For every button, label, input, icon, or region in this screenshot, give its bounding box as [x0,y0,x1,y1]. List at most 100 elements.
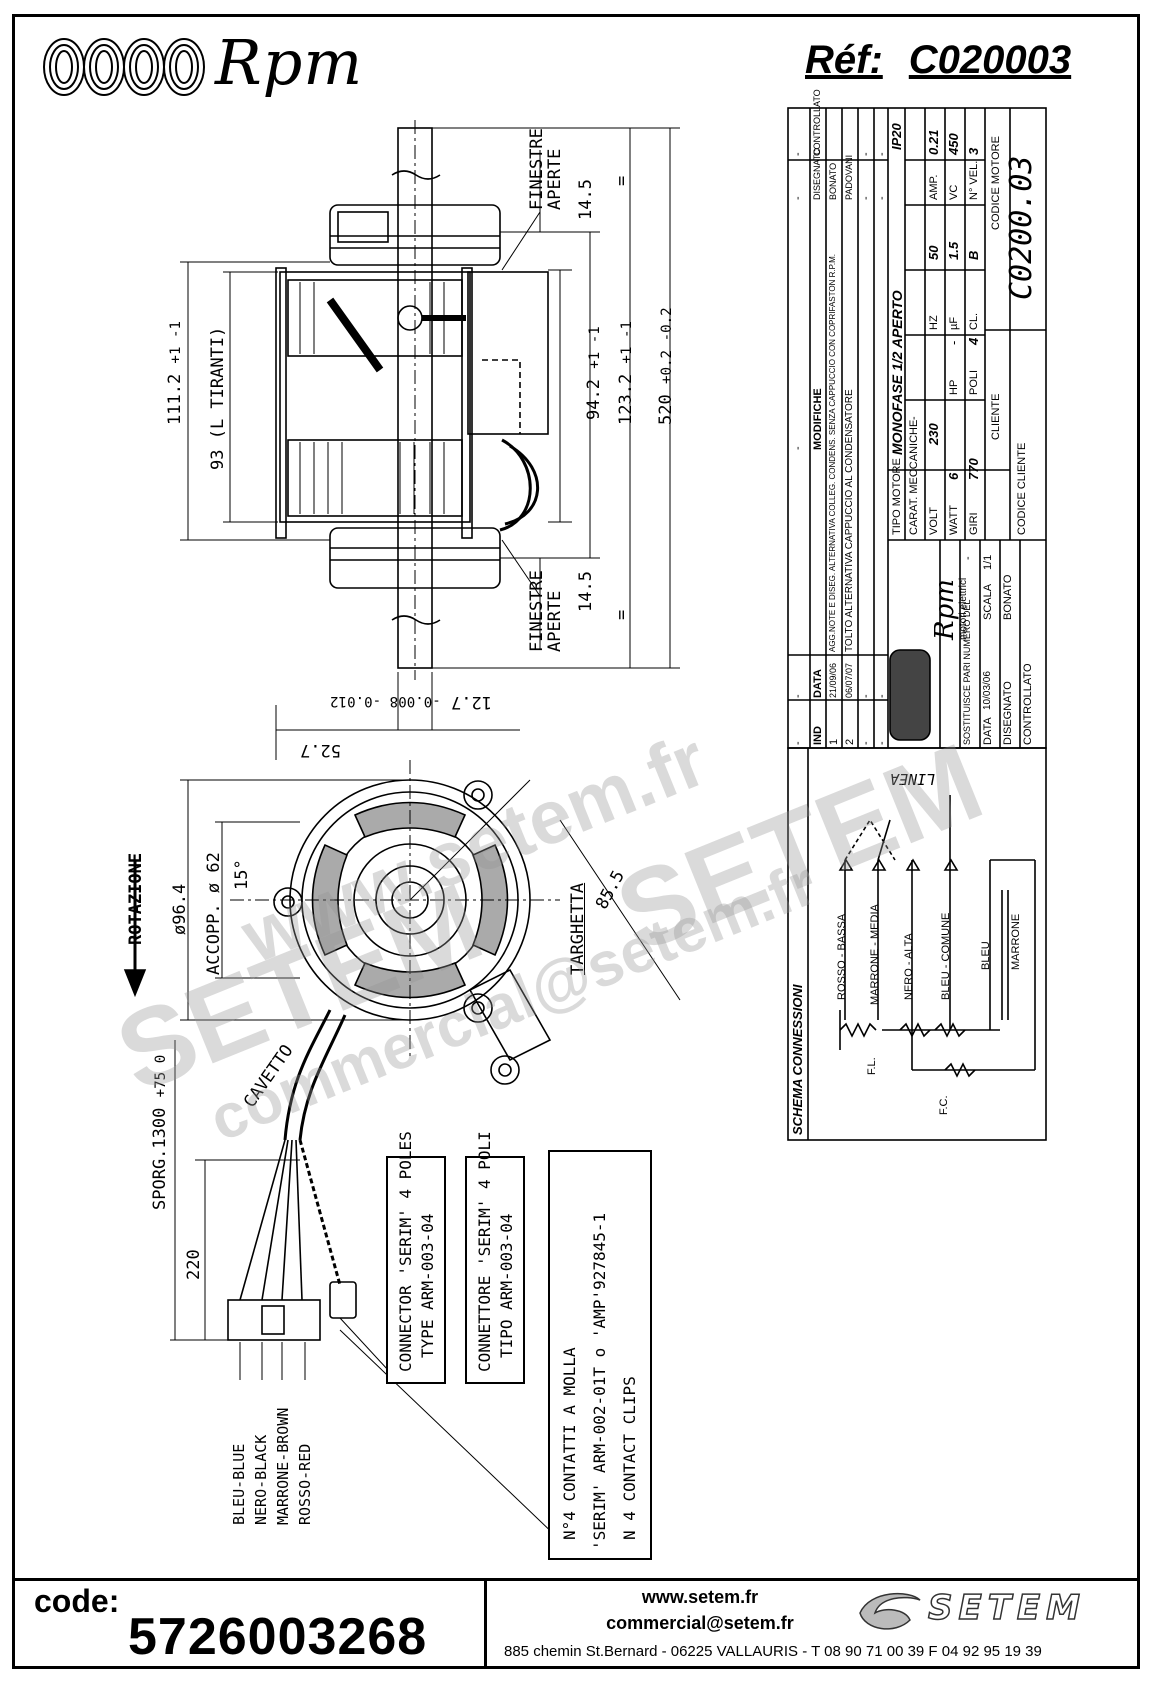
dim-12-7-tol: -0.008 -0.012 [330,693,441,709]
company-address: 885 chemin St.Bernard - 06225 VALLAURIS … [504,1643,1042,1660]
scala-label: SCALA [982,583,994,620]
dim-94-2-value: 94.2 [584,379,604,420]
schema-wire-bleu-comune: BLEU - COMUNE [940,912,952,1000]
rev1-ind: 1 [828,738,840,745]
dim-123-2: 123.2 +1 -1 [616,321,636,425]
poli-label: POLI [968,369,980,395]
connector [227,1299,321,1341]
dim-111-2-tol: +1 -1 [168,320,184,364]
dim-eq-top: = [612,175,632,186]
connector-it-line2: TIPO ARM-003-04 [497,1213,516,1359]
rev-header-data: DATA [812,669,824,698]
rev3-a: - [860,196,872,200]
data-label: DATA [982,717,994,745]
dim-12-7-value: 12.7 [451,692,492,712]
dim-15-deg: 15° [232,859,252,890]
contacts-line3: N 4 CONTACT CLIPS [620,1376,639,1540]
carat-value: - [908,416,920,420]
poli-value: 4 [966,337,981,345]
reference: Réf:C020003 [805,38,1071,83]
finestre-top: FINESTRE APERTE [527,128,565,210]
rev3-data: - [860,694,872,698]
rpm-mini-logo [889,649,931,741]
volt-label: VOLT [928,507,940,535]
dim-520-value: 520 [656,394,676,425]
cl-label: CL. [968,312,980,330]
controllato-label: CONTROLLATO [1022,663,1034,746]
rev2-data: 06/07/07 [844,662,854,698]
title-block [787,107,1047,749]
uf-label: µF [948,316,960,330]
tipo-motore-label: TIPO MOTORE [891,458,903,535]
dim-94-2: 94.2 +1 -1 [584,326,604,420]
wire-label-red: ROSSO-RED [296,1443,314,1525]
dim-220: 220 [184,1249,204,1280]
dim-111-2-value: 111.2 [165,373,185,425]
spade-terminal [329,1281,357,1319]
connector-note-it: CONNETTORE 'SERIM' 4 POLI TIPO ARM-003-0… [465,1131,525,1384]
brand-name: Rpm [215,26,364,99]
schema-fc: F.C. [938,1095,950,1115]
hp-label: HP [948,379,960,395]
dim-123-2-tol: +1 -1 [619,320,635,364]
website-link[interactable]: www.setem.fr [641,1587,759,1607]
vc-label: VC [948,184,960,200]
hz-value: 50 [926,245,941,260]
schema-fl: F.L. [866,1057,878,1075]
rev-header-controllato: CONTROLLATO [812,89,822,156]
codice-cliente-label: CODICE CLIENTE [1016,442,1028,535]
rev5-modifiche: - [792,446,804,450]
rev4-b: - [876,152,888,156]
rev1-disegnato: BONATO [828,162,838,200]
disegnato-value: BONATO [1002,574,1014,620]
drawing-frame [12,14,1140,1669]
rpm-logo [43,38,205,96]
setem-swoosh-icon [859,1592,921,1630]
connector-en-line1: CONNECTOR 'SERIM' 4 POLES [396,1131,415,1372]
rev2-disegnato: PADOVANI [844,154,854,200]
dim-111-2: 111.2 +1 -1 [165,321,185,425]
dim-520: 520 +0.2 -0.2 [656,307,676,425]
rev5-b: - [792,152,804,156]
rev3-ind: - [860,741,872,745]
dim-sporg-value: SPORG.1300 [150,1107,170,1210]
watt-value: 6 [946,472,961,480]
code-label: code: [34,1583,120,1619]
data-value: 10/03/06 [982,671,993,710]
disegnato-label: DISEGNATO [1002,681,1014,745]
motor-body [279,271,471,523]
rev5-ind: - [792,741,804,745]
giri-label: GIRI [968,512,980,535]
sostituisce-value: - [962,556,974,560]
contacts-line1: N°4 CONTATTI A MOLLA [560,1347,579,1540]
codice-motore-label: CODICE MOTORE [990,136,1002,230]
setem-logo-text: SETEM [927,1587,1086,1629]
giri-value: 770 [966,458,981,480]
cliente-label: CLIENTE [990,393,1002,440]
watt-label: WATT [948,505,960,535]
dim-14-5-bottom: 14.5 [576,571,596,612]
sostituisce-label: SOSTITUISCE PARI NUMERO DEL [962,599,972,745]
uf-value: 1.5 [946,241,961,260]
dim-94-2-tol: +1 -1 [587,326,603,369]
cl-value: B [966,250,981,260]
wire-label-blue: BLEU-BLUE [230,1443,248,1525]
wire-label-brown: MARRONE-BROWN [274,1407,292,1525]
tipo-motore: MONOFASE 1/2 APERTO [889,290,905,455]
dim-eq-bottom: = [612,609,632,620]
rev2-ind: 2 [844,738,856,745]
amp-value: 0.21 [926,129,941,155]
email-link[interactable]: commercial@setem.fr [606,1613,794,1633]
schema-title: SCHEMA CONNESSIONI [790,984,805,1135]
footer-divider [12,1578,1140,1581]
vel-value: 3 [966,147,981,155]
volt-value: 230 [926,423,941,445]
dim-96-4: ø96.4 [170,883,190,935]
schema-wire-rosso: ROSSO - BASSA [836,913,848,1000]
connector-en-line2: TYPE ARM-003-04 [418,1213,437,1359]
amp-label: AMP. [928,174,940,200]
dim-52-7: 52.7 [300,740,341,760]
ref-label: Réf: [805,38,883,82]
connector-note-en: CONNECTOR 'SERIM' 4 POLES TYPE ARM-003-0… [386,1131,446,1384]
scala-value: 1/1 [982,554,994,570]
